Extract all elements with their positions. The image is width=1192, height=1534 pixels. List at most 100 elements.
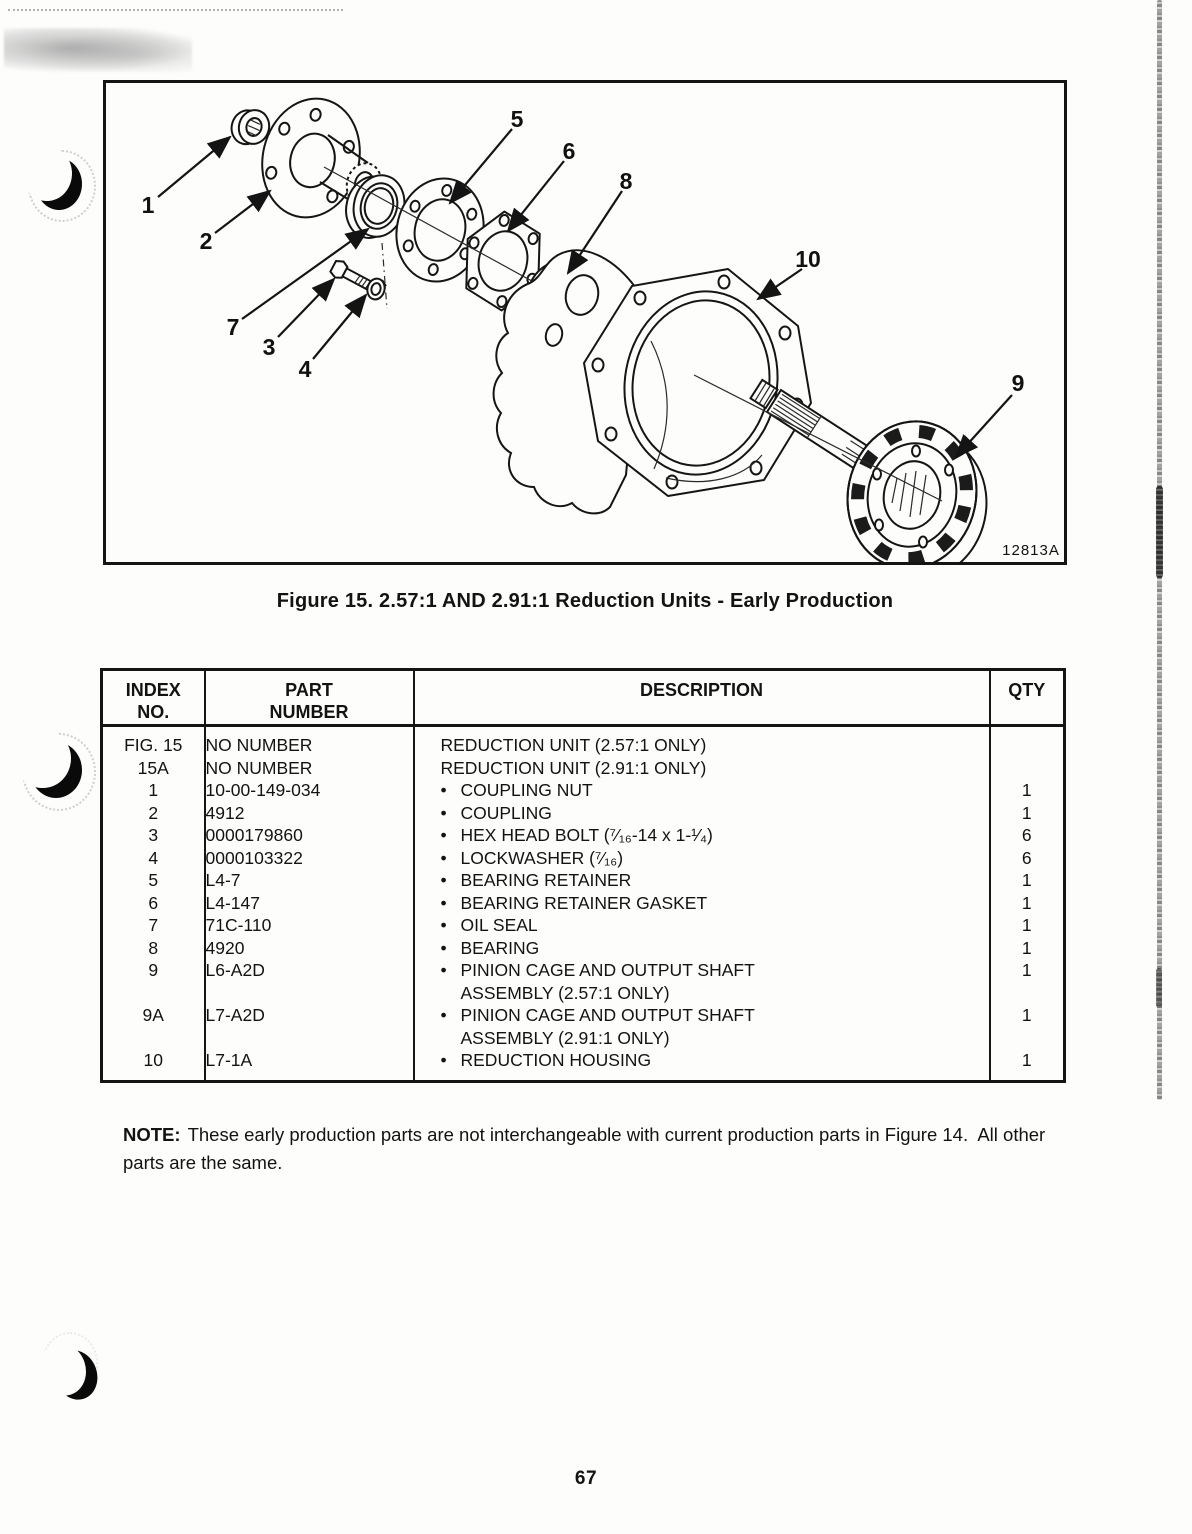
bullet-glyph: • bbox=[440, 892, 447, 913]
cell-index-no: 5 bbox=[148, 870, 159, 890]
bullet-glyph: • bbox=[440, 937, 447, 958]
bolt-axis-dash-line bbox=[381, 242, 388, 310]
cell-index-no: 7 bbox=[148, 915, 159, 935]
description-line: •COUPLING NUT bbox=[440, 780, 593, 800]
callout-5: 5 bbox=[511, 106, 524, 132]
bullet-glyph: • bbox=[440, 802, 447, 823]
parts-table: INDEX NO. PART NUMBER DESCRIPTION QTY FI… bbox=[100, 668, 1066, 1083]
cell-index-no: 10 bbox=[143, 1050, 163, 1070]
cell-qty: 1 bbox=[988, 914, 1065, 937]
cell-part-number: 4912 bbox=[203, 801, 414, 824]
exploded-diagram: 1 2 3 4 5 6 7 8 9 10 12813A bbox=[142, 97, 1060, 562]
description-line: •BEARING RETAINER GASKET bbox=[440, 892, 708, 913]
cell-part-number: L4-147 bbox=[203, 891, 414, 914]
coupling-part bbox=[261, 97, 383, 219]
header-qty: QTY bbox=[988, 669, 1065, 727]
leader-lines bbox=[157, 128, 1013, 459]
callout-8: 8 bbox=[620, 168, 633, 194]
cell-qty: 6 bbox=[988, 824, 1065, 847]
header-index-no: INDEX NO. bbox=[101, 669, 205, 727]
scan-dotted-line-artifact bbox=[8, 9, 343, 11]
figure-id-label: 12813A bbox=[1002, 542, 1060, 559]
note-paragraph: NOTE:These early production parts are no… bbox=[123, 1121, 1071, 1177]
description-line: •REDUCTION HOUSING bbox=[440, 1050, 652, 1070]
header-line: DESCRIPTION bbox=[639, 680, 763, 700]
bullet-glyph: • bbox=[440, 825, 447, 845]
table-row: 6 L4-147 •BEARING RETAINER GASKET 1 bbox=[102, 891, 1065, 914]
scan-smudge-artifact bbox=[4, 28, 192, 72]
cell-description: •LOCKWASHER (⁷⁄₁₆) bbox=[412, 846, 990, 869]
hole-punch-mark bbox=[22, 146, 82, 210]
cell-description: •COUPLING NUT bbox=[412, 779, 990, 802]
figure-caption: Figure 15. 2.57:1 AND 2.91:1 Reduction U… bbox=[276, 590, 894, 612]
cell-description: •HEX HEAD BOLT (⁷⁄₁₆-14 x 1-¹⁄₄) bbox=[412, 824, 990, 847]
cell-description: •BEARING bbox=[412, 936, 990, 959]
cell-part-number: 0000103322 bbox=[203, 846, 414, 869]
bullet-glyph: • bbox=[440, 870, 447, 890]
parts-table-header: INDEX NO. PART NUMBER DESCRIPTION QTY bbox=[101, 669, 1065, 727]
cell-qty: 1 bbox=[988, 779, 1065, 802]
hole-punch-mark bbox=[14, 729, 82, 798]
note-label: NOTE: bbox=[123, 1123, 181, 1145]
callout-4: 4 bbox=[299, 356, 312, 382]
callout-1: 1 bbox=[142, 192, 155, 218]
description-line: •PINION CAGE AND OUTPUT SHAFT bbox=[440, 960, 755, 980]
callout-2: 2 bbox=[200, 228, 213, 254]
gasket-part bbox=[465, 210, 541, 312]
cell-index-no: 15A bbox=[137, 757, 169, 778]
bullet-glyph: • bbox=[440, 915, 447, 935]
cell-index-no: 9A bbox=[142, 1005, 164, 1025]
cell-index-no: 2 bbox=[148, 802, 159, 823]
header-description: DESCRIPTION bbox=[412, 669, 990, 727]
cell-description: •REDUCTION HOUSING bbox=[412, 1049, 990, 1081]
bullet-glyph: • bbox=[440, 780, 447, 800]
cell-qty: 1 bbox=[988, 891, 1065, 914]
cell-qty bbox=[988, 725, 1065, 757]
description-line: •HEX HEAD BOLT (⁷⁄₁₆-14 x 1-¹⁄₄) bbox=[440, 825, 713, 845]
axis-line bbox=[693, 374, 943, 502]
callout-10: 10 bbox=[795, 246, 821, 272]
bullet-glyph: • bbox=[440, 1050, 447, 1070]
pinion-cage-part bbox=[749, 378, 988, 562]
scan-edge-streak-artifact bbox=[1156, 486, 1163, 578]
bullet-glyph: • bbox=[440, 847, 447, 868]
callout-6: 6 bbox=[563, 138, 576, 164]
page-number: 67 bbox=[574, 1468, 598, 1489]
bullet-glyph: • bbox=[440, 960, 447, 980]
description-line: •PINION CAGE AND OUTPUT SHAFT bbox=[440, 1005, 755, 1025]
cell-index-no: 8 bbox=[148, 937, 159, 958]
cell-part-number: L4-7 bbox=[203, 869, 414, 892]
cell-description: •OIL SEAL bbox=[412, 914, 990, 937]
callout-7: 7 bbox=[227, 314, 240, 340]
header-line: NO. bbox=[137, 702, 170, 722]
callouts: 1 2 3 4 5 6 7 8 9 10 bbox=[142, 106, 1025, 396]
cell-description: REDUCTION UNIT (2.57:1 ONLY) bbox=[412, 725, 990, 757]
description-line: ASSEMBLY (2.57:1 ONLY) bbox=[460, 982, 670, 1003]
header-line: PART bbox=[285, 680, 333, 700]
cell-part-number: L7-A2D bbox=[203, 1004, 414, 1049]
cell-qty bbox=[988, 756, 1065, 779]
cell-qty: 1 bbox=[988, 1049, 1065, 1081]
cell-qty: 1 bbox=[988, 801, 1065, 824]
cell-index-no: 6 bbox=[148, 892, 159, 913]
cell-index-no: 3 bbox=[148, 825, 159, 845]
cell-index-no: 4 bbox=[148, 847, 159, 868]
cell-part-number: L6-A2D bbox=[203, 959, 414, 1004]
lockwasher-part bbox=[366, 277, 387, 301]
cell-part-number: 4920 bbox=[203, 936, 414, 959]
cell-qty: 1 bbox=[988, 869, 1065, 892]
bullet-glyph: • bbox=[440, 1005, 447, 1025]
description-line: REDUCTION UNIT (2.91:1 ONLY) bbox=[440, 757, 707, 778]
description-line: •BEARING bbox=[440, 937, 540, 958]
